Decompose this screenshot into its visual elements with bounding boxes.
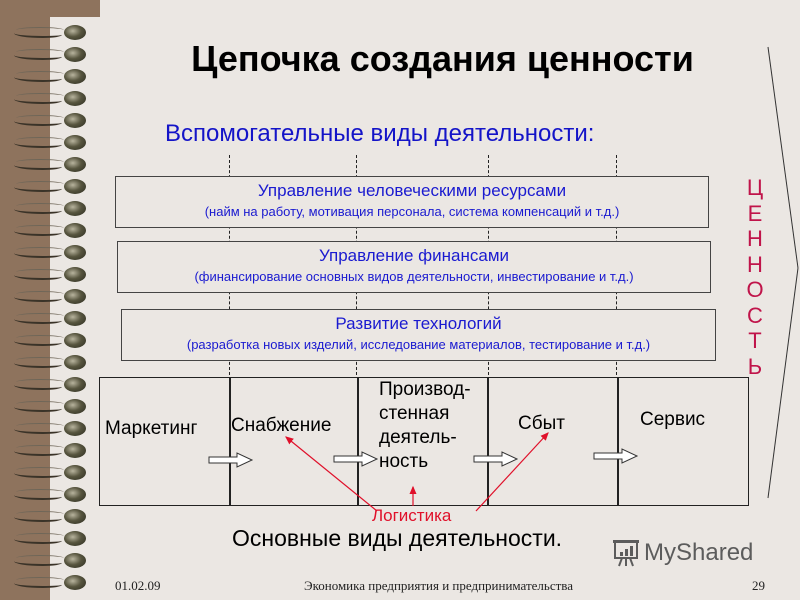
support-activity-detail: (разработка новых изделий, исследование … (186, 337, 651, 352)
spiral-coil-icon (14, 91, 86, 107)
spiral-coil-icon (14, 465, 86, 481)
primary-activity-marketing (99, 377, 230, 506)
spiral-coil-icon (14, 157, 86, 173)
support-activity-title: Развитие технологий (335, 314, 502, 333)
support-activity-title: Управление финансами (318, 246, 510, 265)
primary-activity-service (618, 377, 749, 506)
footer-date: 01.02.09 (115, 578, 161, 593)
spiral-coil-icon (14, 575, 86, 591)
support-activity-finance: Управление финансами (финансирование осн… (117, 241, 711, 293)
spiral-coil-icon (14, 443, 86, 459)
primary-activity-supply (230, 377, 358, 506)
support-activity-title: Управление человеческими ресурсами (257, 181, 567, 200)
spiral-coil-icon (14, 487, 86, 503)
spiral-coil-icon (14, 245, 86, 261)
value-label: Ц Е Н Н О С Т Ь (746, 175, 764, 379)
watermark: MyShared (612, 538, 753, 568)
spiral-coil-icon (14, 267, 86, 283)
primary-label-supply: Снабжение (231, 415, 332, 436)
support-activities-heading: Вспомогательные виды деятельности: (165, 120, 595, 147)
spiral-coil-icon (14, 113, 86, 129)
spiral-coil-icon (14, 553, 86, 569)
footer-course: Экономика предприятия и предпринимательс… (304, 578, 574, 593)
primary-activity-sales (488, 377, 618, 506)
spiral-coil-icon (14, 201, 86, 217)
spiral-coil-icon (14, 69, 86, 85)
watermark-text: MyShared (644, 539, 754, 566)
support-activity-hr: Управление человеческими ресурсами (найм… (115, 176, 709, 228)
spiral-coil-icon (14, 355, 86, 371)
slide-title: Цепочка создания ценности (191, 38, 694, 79)
logistics-label: Логистика (372, 506, 452, 525)
spiral-coil-icon (14, 289, 86, 305)
spiral-coil-icon (14, 421, 86, 437)
primary-activities-heading: Основные виды деятельности. (232, 525, 563, 551)
spiral-coil-icon (14, 135, 86, 151)
spiral-coil-icon (14, 333, 86, 349)
spiral-coil-icon (14, 399, 86, 415)
spiral-coil-icon (14, 531, 86, 547)
support-activity-detail: (найм на работу, мотивация персонала, си… (204, 204, 620, 219)
primary-label-marketing: Маркетинг (105, 418, 198, 439)
support-activity-technology: Развитие технологий (разработка новых из… (121, 309, 716, 361)
primary-label-production: Производ- стенная деятель- ность (379, 379, 471, 472)
support-activity-detail: (финансирование основных видов деятельно… (194, 269, 634, 284)
primary-label-service: Сервис (640, 409, 706, 430)
spiral-coil-icon (14, 223, 86, 239)
footer-page-number: 29 (752, 578, 765, 593)
spiral-coil-icon (14, 47, 86, 63)
spiral-coil-icon (14, 25, 86, 41)
primary-label-sales: Сбыт (518, 413, 565, 434)
spiral-coil-icon (14, 377, 86, 393)
presentation-board-icon (613, 540, 639, 567)
spiral-coil-icon (14, 509, 86, 525)
spiral-coil-icon (14, 179, 86, 195)
spiral-coil-icon (14, 311, 86, 327)
